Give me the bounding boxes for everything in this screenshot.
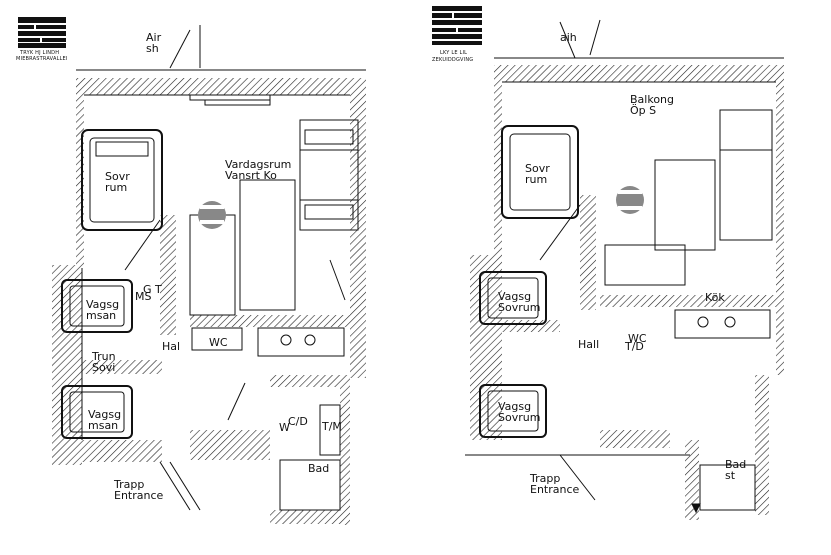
bed-top: [81, 129, 163, 231]
label-kok-right: Kök: [705, 291, 725, 304]
bed-mid-right: [479, 271, 547, 325]
logo-right: LKY LE LIL ZEKUIDDGVING: [432, 6, 482, 63]
wardrobe-right: [719, 109, 773, 241]
plan-right: [465, 19, 784, 520]
wall-bottom-mid: [190, 430, 270, 460]
wall-bottom-right-mid: [600, 430, 670, 448]
bathtub-right: [699, 464, 756, 511]
bed-mid: [61, 279, 133, 333]
bed-bottom-right: [479, 384, 547, 438]
label-td-right: T/D: [624, 340, 644, 353]
table: [239, 179, 296, 311]
wall-bath-bottom: [270, 510, 350, 524]
wall-right-right: [776, 65, 784, 375]
wall-inner-right: [580, 195, 596, 310]
logo-right-line1: LKY LE LIL: [440, 50, 467, 56]
sofa: [189, 214, 236, 316]
wall-left-right-upper: [494, 65, 502, 265]
table-right: [654, 159, 716, 251]
label-tm: T/M: [321, 420, 342, 433]
kitchen-counter-right: [674, 309, 771, 339]
label-hall: Hal: [162, 340, 180, 353]
wall-bath-left: [685, 440, 699, 520]
wall-bath-right: [340, 375, 350, 525]
label-hall-right: Hall: [578, 338, 599, 351]
wardrobe-block: [299, 119, 359, 231]
entrance-arrow: [691, 503, 701, 514]
wall-kitchen: [190, 315, 350, 327]
wall-inner: [160, 215, 176, 335]
label-right-top: aih: [560, 31, 577, 44]
label-closet-gt: G T: [143, 283, 162, 296]
sofa-right: [604, 244, 686, 286]
kitchen-counter: [257, 327, 345, 357]
logo-right-line2: ZEKUIDDGVING: [432, 57, 473, 63]
logo-left-line1: TRYK HJ LINDH: [19, 50, 59, 56]
plan-left: [52, 25, 366, 525]
logo-left: TRYK HJ LINDH MIEBRASTRAVALLEI: [16, 17, 68, 62]
label-closet-ms: MS: [135, 290, 151, 303]
bathtub: [279, 459, 341, 511]
wall-top-right: [494, 65, 784, 82]
wall-top: [76, 78, 366, 95]
label-bad: Bad: [308, 462, 329, 475]
wall-bottom-left: [52, 440, 162, 462]
wall-left-upper: [76, 78, 84, 268]
wall-service: [270, 375, 350, 387]
wall-bath-right-2: [755, 375, 769, 515]
wall-left-right-lower: [470, 255, 502, 440]
bed-top-right: [501, 125, 579, 219]
label-wc: WC: [209, 336, 228, 349]
wall-mid-right: [470, 320, 560, 332]
bed-bottom: [61, 385, 133, 439]
label-cd: C/D: [288, 415, 308, 428]
wall-kitchen-right: [600, 295, 776, 307]
wall-mid-left: [52, 360, 162, 374]
label-wc-right: WC: [628, 332, 647, 345]
label-wd: W: [279, 421, 290, 434]
logo-left-line2: MIEBRASTRAVALLEI: [16, 56, 68, 62]
